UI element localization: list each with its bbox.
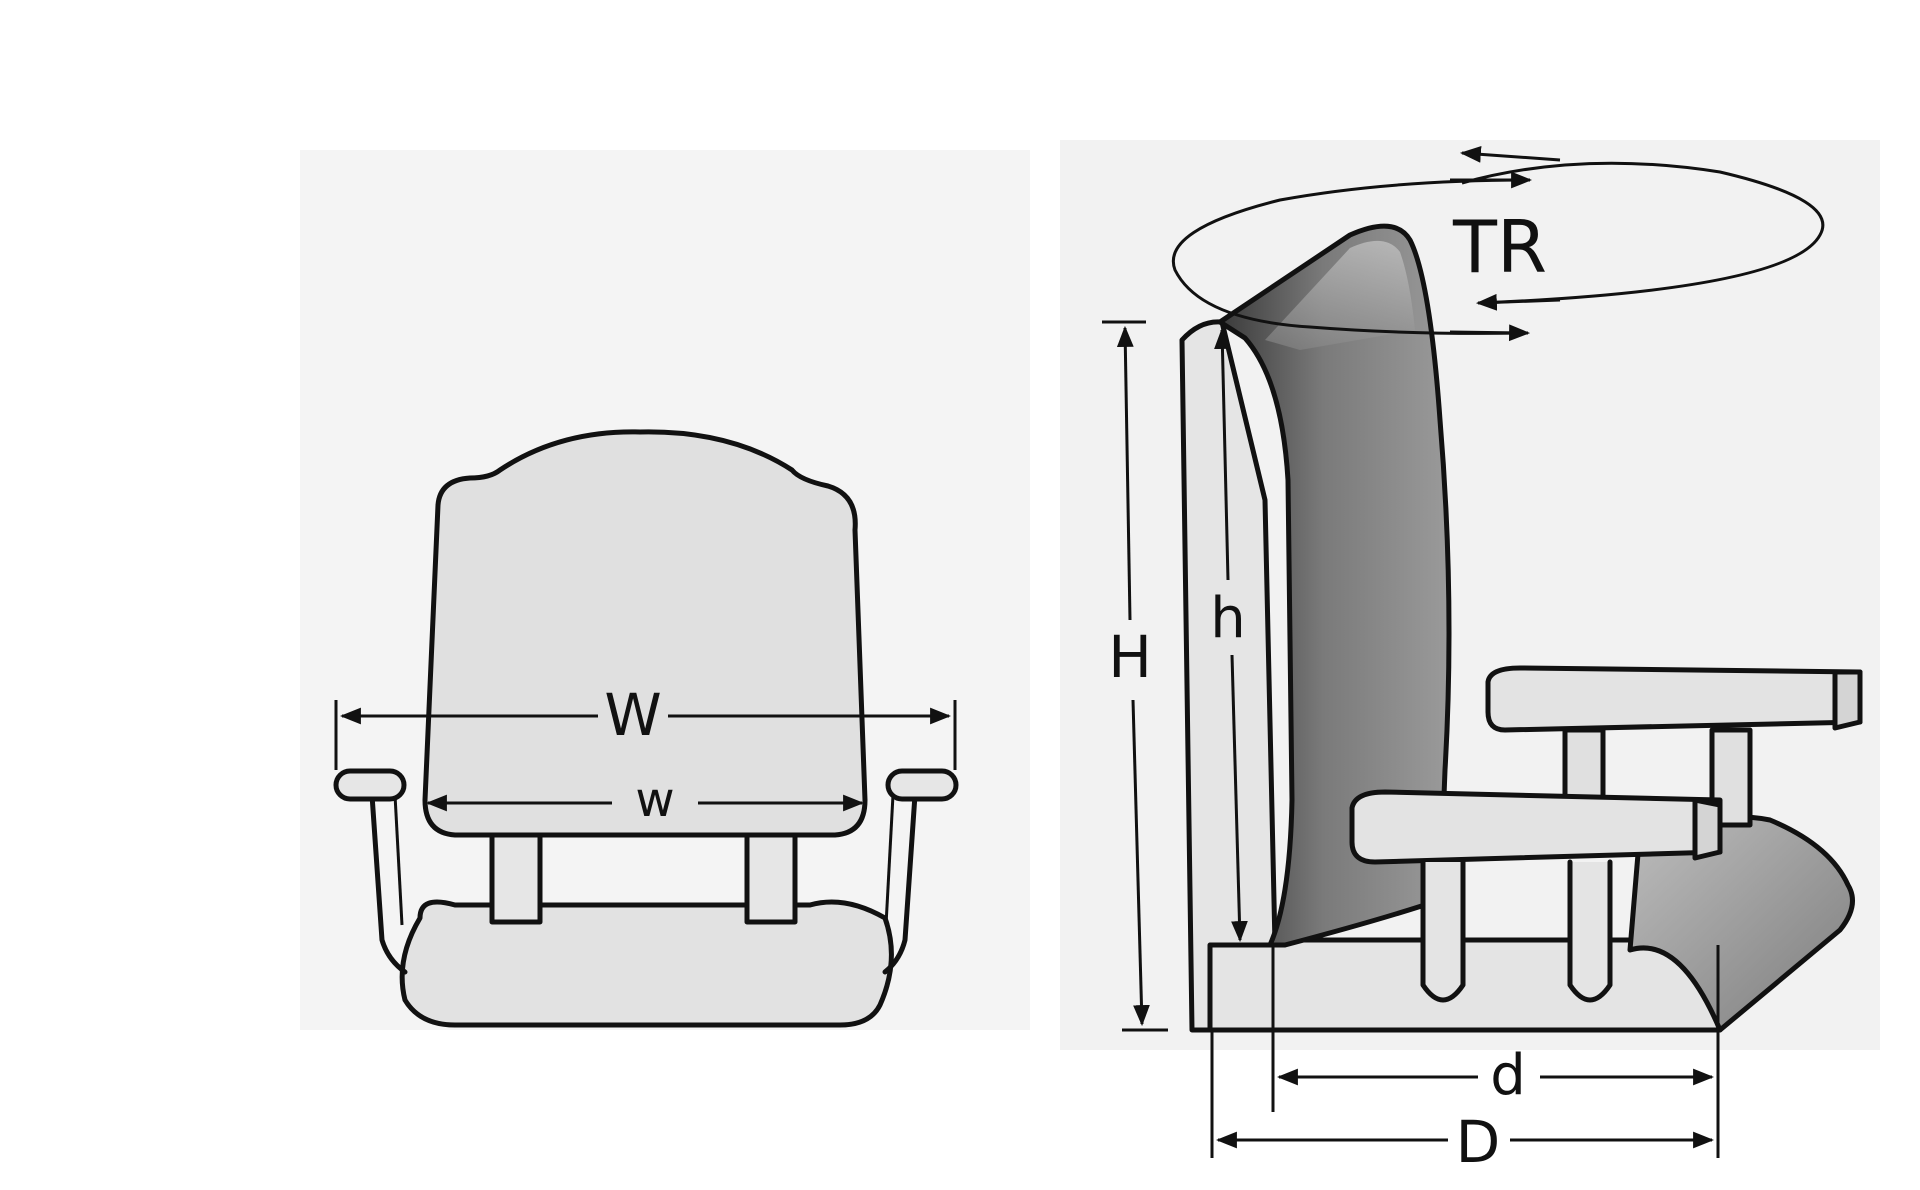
armrest-pad-left <box>333 768 407 802</box>
rotation-arc-front <box>1171 178 1531 335</box>
front-view: W w <box>333 429 959 1028</box>
dim-h-line-bottom <box>1230 654 1248 943</box>
front-seat-slab <box>1349 789 1723 865</box>
rear-seat-slab-end <box>1832 669 1863 731</box>
front-post-left <box>489 829 543 925</box>
dim-D-label: D <box>1456 1108 1501 1176</box>
front-leg-left <box>1420 859 1466 1003</box>
front-post-right <box>744 829 798 925</box>
shell-highlight <box>1265 240 1415 350</box>
armrest-left <box>369 792 408 975</box>
rear-seat-slab <box>1485 665 1863 733</box>
backrest <box>422 429 868 838</box>
dim-H-line-top <box>1116 325 1134 621</box>
dim-h-label: h <box>1210 586 1246 651</box>
seat-shell <box>1217 223 1452 948</box>
dim-W-label: W <box>604 681 661 749</box>
seat-cushion <box>399 899 894 1028</box>
dim-H-label: H <box>1108 623 1152 691</box>
rotation-arc-back <box>1461 161 1825 305</box>
side-back-panel <box>1179 319 1278 1033</box>
dim-H-line-bottom <box>1131 699 1150 1027</box>
rotation-arrow-mid-bottom <box>1475 293 1561 311</box>
front-seat-slab-end <box>1692 797 1723 861</box>
armrest-pad-right <box>885 768 959 802</box>
dim-TR-label: TR <box>1452 205 1547 289</box>
side-view: TR H h d D <box>1102 145 1863 1176</box>
armrest-right-inner <box>884 794 895 926</box>
dim-w-label: w <box>635 772 674 828</box>
front-leg-right <box>1567 859 1613 1003</box>
armrest-right <box>882 792 918 975</box>
rotation-arrow-top <box>1459 145 1561 163</box>
rotation-arrow-bottom <box>1449 324 1531 342</box>
dim-d-label: d <box>1490 1043 1526 1108</box>
armrest-left-inner <box>393 794 404 926</box>
dim-h-line-top <box>1214 327 1231 581</box>
